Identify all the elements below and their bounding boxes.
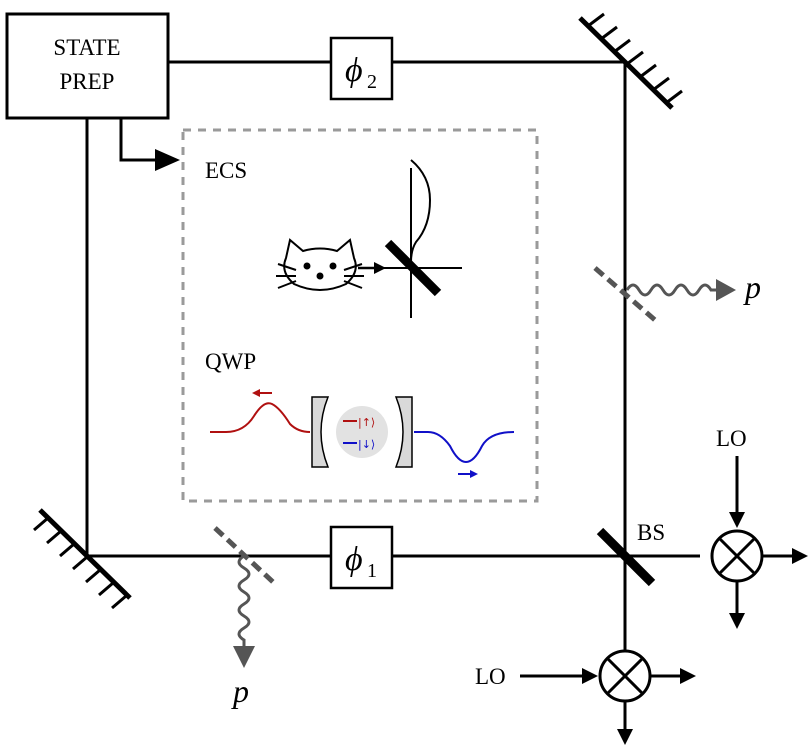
pulse-red-in xyxy=(210,402,311,433)
ecs-plot xyxy=(382,159,462,318)
loss-wavy-bottom xyxy=(237,554,251,650)
phase2-symbol: ϕ xyxy=(345,52,363,89)
loss-arrowhead-right xyxy=(716,279,736,301)
loss-arrowhead-bottom xyxy=(233,646,255,668)
state-prep-label-line2: PREP xyxy=(60,69,115,94)
cat-arrowhead xyxy=(374,262,386,274)
phase-shifter-2: ϕ 2 xyxy=(329,36,394,101)
state-prep-box: STATE PREP xyxy=(5,12,170,120)
mirror-bottom-left-icon xyxy=(33,508,132,610)
homodyne-bottom: LO xyxy=(475,649,696,745)
state-prep-label-line1: STATE xyxy=(53,35,120,60)
loss-splitter-bottom-icon xyxy=(213,526,275,584)
mirror-top-right-icon xyxy=(578,12,683,110)
pulse-blue-out xyxy=(414,431,515,464)
ecs-label: ECS xyxy=(205,158,247,183)
cat-icon xyxy=(276,238,364,291)
mirror-right-icon xyxy=(394,396,413,468)
loss-channel-bottom: p xyxy=(213,526,275,709)
phase-shifter-1: ϕ 1 xyxy=(329,525,394,590)
beam-paths xyxy=(85,60,700,660)
homodyne-right: LO xyxy=(710,426,808,629)
phase2-subscript: 2 xyxy=(367,71,377,93)
detector-bottom-icon xyxy=(598,649,652,703)
ecs-splitter-icon xyxy=(384,239,442,297)
phase1-symbol: ϕ xyxy=(345,541,363,578)
lo-bottom-label: LO xyxy=(475,664,506,689)
qwp-label: QWP xyxy=(205,349,256,374)
loss-wavy-right xyxy=(625,283,720,297)
state-prep-pointer-arrow xyxy=(119,118,160,162)
loss-channel-right: p xyxy=(593,266,761,322)
loss-splitter-right-icon xyxy=(593,266,657,322)
ket-down: |↓⟩ xyxy=(358,438,375,451)
state-prep-pointer-arrowhead xyxy=(155,149,180,171)
atom-icon xyxy=(336,406,388,458)
detector-right-icon xyxy=(710,529,764,583)
inset-dashed-box xyxy=(181,128,539,503)
phase1-subscript: 1 xyxy=(367,560,377,582)
bs-label: BS xyxy=(637,520,665,545)
loss-p-right: p xyxy=(743,269,761,305)
qwp-cavity: |↑⟩ |↓⟩ xyxy=(210,389,515,478)
loss-p-bottom: p xyxy=(231,673,249,709)
lo-top-label: LO xyxy=(716,426,747,451)
mirror-left-icon xyxy=(311,396,330,468)
beam-splitter-icon xyxy=(596,527,656,587)
ket-up: |↑⟩ xyxy=(358,416,375,429)
